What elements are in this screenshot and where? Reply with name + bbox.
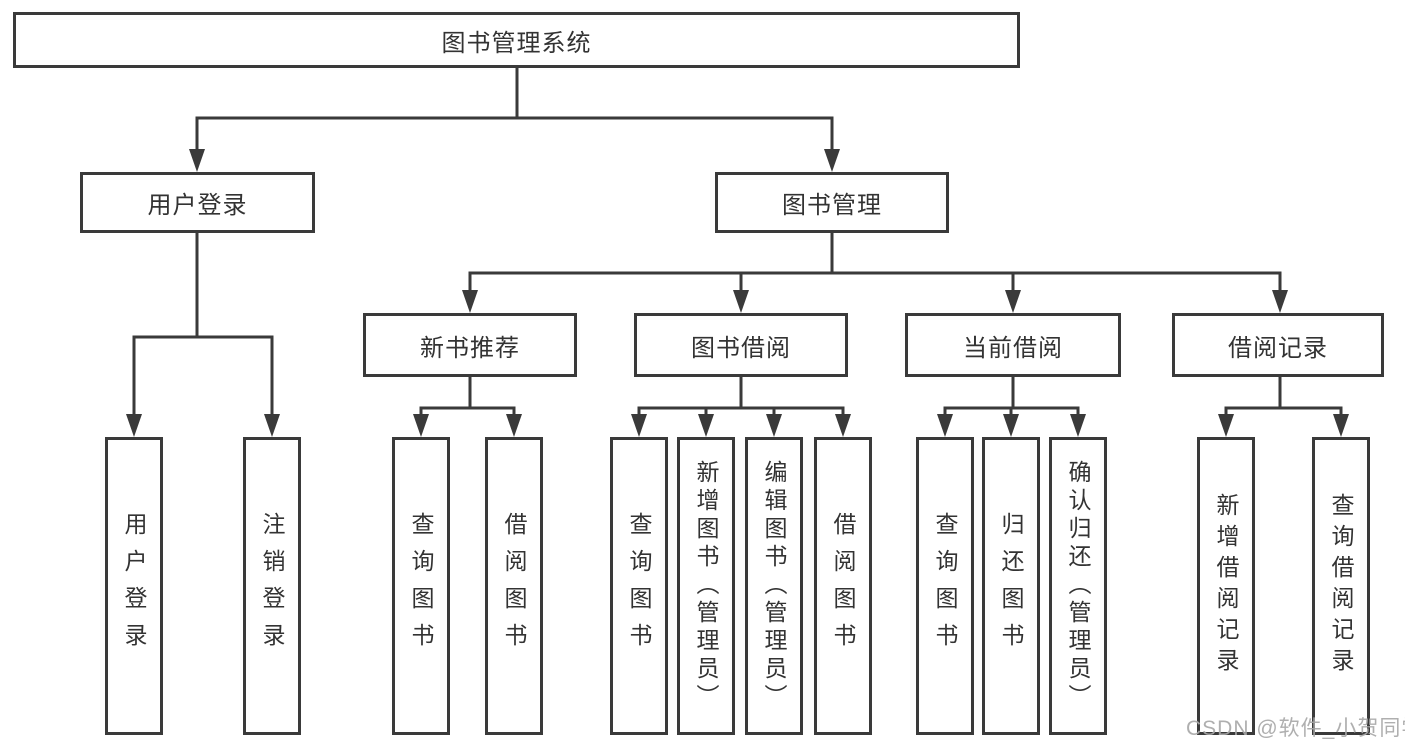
node-borrow-records: 借阅记录 xyxy=(1172,313,1384,377)
node-root: 图书管理系统 xyxy=(13,12,1020,68)
node-book-mgmt: 图书管理 xyxy=(715,172,949,233)
node-bb-edit-books-admin: 编辑图书（管理员） xyxy=(745,437,803,735)
csdn-watermark: CSDN @软件_小贺同学 xyxy=(1186,717,1405,740)
node-new-book-rec: 新书推荐 xyxy=(363,313,577,377)
node-cb-query-books: 查询图书 xyxy=(916,437,974,735)
node-cb-confirm-return-admin: 确认归还（管理员） xyxy=(1049,437,1107,735)
node-br-query-record: 查询借阅记录 xyxy=(1312,437,1370,735)
node-bb-borrow-books: 借阅图书 xyxy=(814,437,872,735)
node-nb-query-books: 查询图书 xyxy=(392,437,450,735)
node-bb-query-books: 查询图书 xyxy=(610,437,668,735)
node-book-borrow: 图书借阅 xyxy=(634,313,848,377)
node-nb-borrow-books: 借阅图书 xyxy=(485,437,543,735)
node-leaf-logout: 注销登录 xyxy=(243,437,301,735)
node-user-login: 用户登录 xyxy=(80,172,315,233)
node-leaf-user-login: 用户登录 xyxy=(105,437,163,735)
node-current-borrow: 当前借阅 xyxy=(905,313,1121,377)
node-cb-return-books: 归还图书 xyxy=(982,437,1040,735)
node-br-add-record: 新增借阅记录 xyxy=(1197,437,1255,735)
node-bb-add-books-admin: 新增图书（管理员） xyxy=(677,437,735,735)
